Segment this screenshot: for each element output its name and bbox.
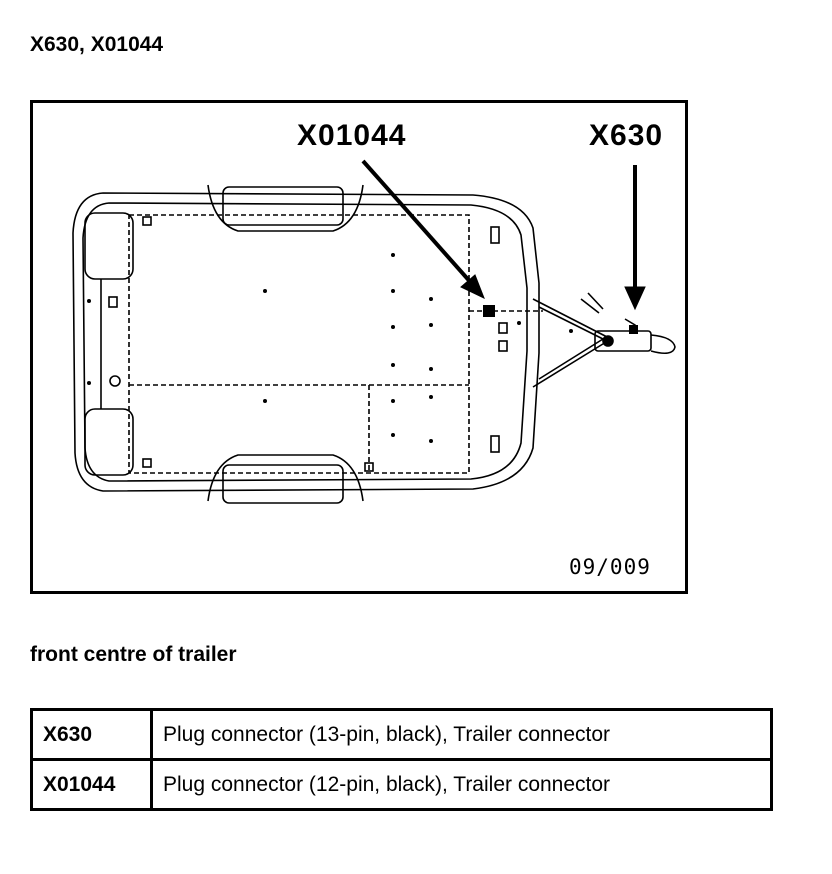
- connector-code: X01044: [30, 758, 153, 811]
- page-heading: X630, X01044: [30, 33, 164, 56]
- connector-code: X630: [30, 708, 153, 761]
- wheel-arch-top: [207, 184, 364, 232]
- connector-description: Plug connector (12-pin, black), Trailer …: [150, 758, 773, 811]
- connector-description: Plug connector (13-pin, black), Trailer …: [150, 708, 773, 761]
- figure-reference: 09/009: [569, 555, 651, 579]
- connector-legend-table: X630 Plug connector (13-pin, black), Tra…: [30, 708, 773, 811]
- connector-x01044-marker: [483, 305, 495, 317]
- frame-outline: [128, 214, 470, 474]
- table-row: X01044 Plug connector (12-pin, black), T…: [30, 758, 773, 811]
- trailer-outline: [72, 192, 540, 492]
- trailer-inner-outline: [82, 202, 528, 482]
- arrow-x01044: [361, 159, 475, 287]
- drawbar: [532, 298, 613, 388]
- callout-x630: X630: [589, 119, 664, 152]
- wheel-arch-bottom: [207, 454, 364, 502]
- table-row: X630 Plug connector (13-pin, black), Tra…: [30, 708, 773, 761]
- coupling-head: [594, 330, 652, 352]
- trailer-drawing: [72, 159, 676, 504]
- rivet-dots: [87, 253, 573, 443]
- trailer-diagram: X01044 X630 09/009: [30, 100, 688, 594]
- callout-x01044: X01044: [297, 119, 407, 152]
- figure-caption: front centre of trailer: [30, 643, 237, 666]
- connector-x630-marker: [629, 325, 638, 334]
